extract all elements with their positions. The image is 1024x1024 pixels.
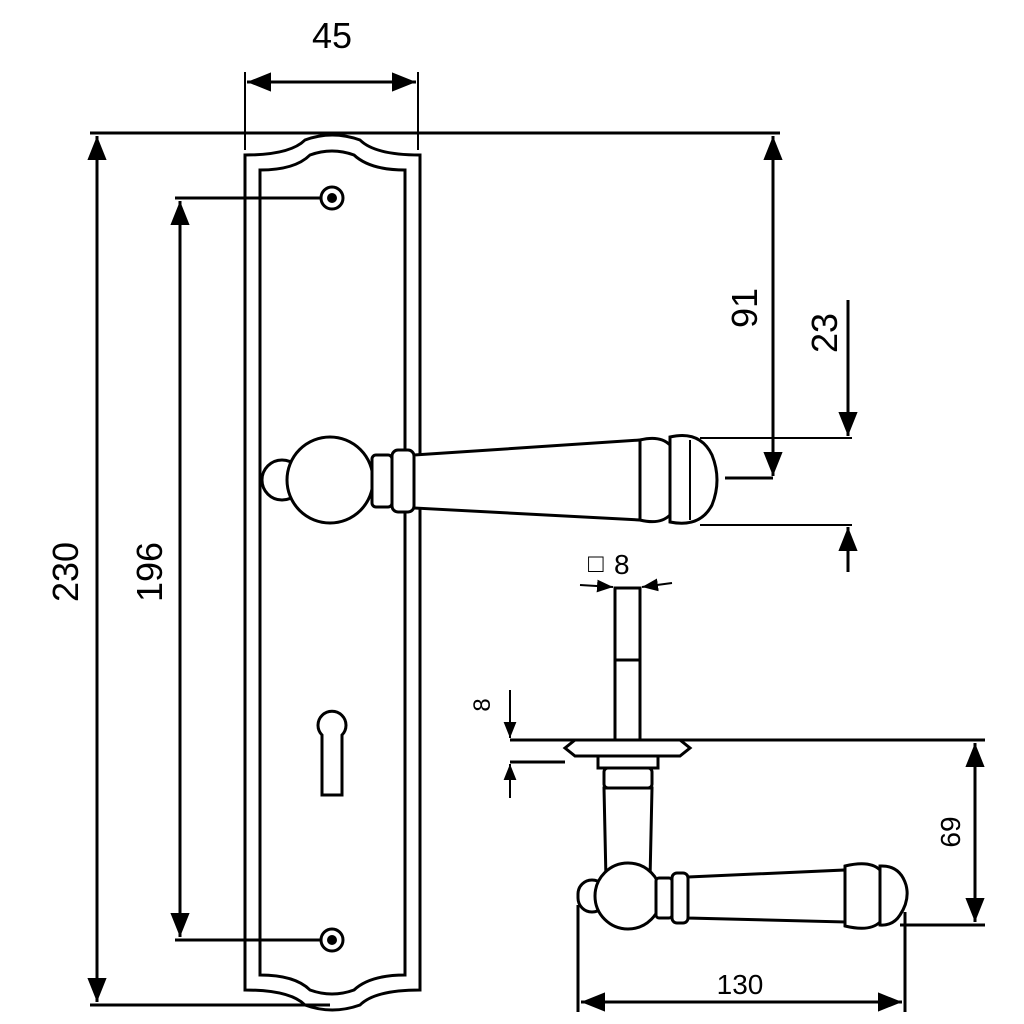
dim-label-130: 130 bbox=[717, 969, 764, 1000]
dimension-handle-height: 91 bbox=[724, 136, 783, 480]
dimension-screw-spacing: 196 bbox=[129, 196, 322, 942]
dim-label-91: 91 bbox=[724, 288, 765, 328]
square-symbol: □ bbox=[588, 548, 604, 578]
dimension-projection: 69 bbox=[900, 743, 985, 927]
dimension-lever-thickness: 23 bbox=[700, 300, 858, 572]
dim-label-69: 69 bbox=[935, 816, 966, 847]
keyhole bbox=[316, 709, 348, 797]
dim-label-23: 23 bbox=[804, 313, 845, 353]
dim-label-230: 230 bbox=[45, 542, 86, 602]
lever-front-view bbox=[260, 434, 719, 525]
dim-label-square-8: 8 bbox=[614, 549, 630, 580]
dimension-rose-thickness: 8 bbox=[469, 690, 985, 798]
lever-side-view bbox=[562, 586, 909, 931]
dimension-total-height: 230 bbox=[45, 131, 780, 1007]
dimension-spindle-square: □ 8 bbox=[579, 548, 673, 593]
dimension-plate-width: 45 bbox=[244, 15, 419, 150]
screw-hole-top bbox=[319, 185, 345, 211]
dim-label-196: 196 bbox=[129, 542, 170, 602]
backplate bbox=[243, 133, 422, 1012]
dim-label-8: 8 bbox=[469, 698, 496, 711]
dimension-lever-length: 130 bbox=[576, 905, 907, 1012]
dim-label-45: 45 bbox=[312, 15, 352, 56]
screw-hole-bottom bbox=[319, 927, 345, 953]
